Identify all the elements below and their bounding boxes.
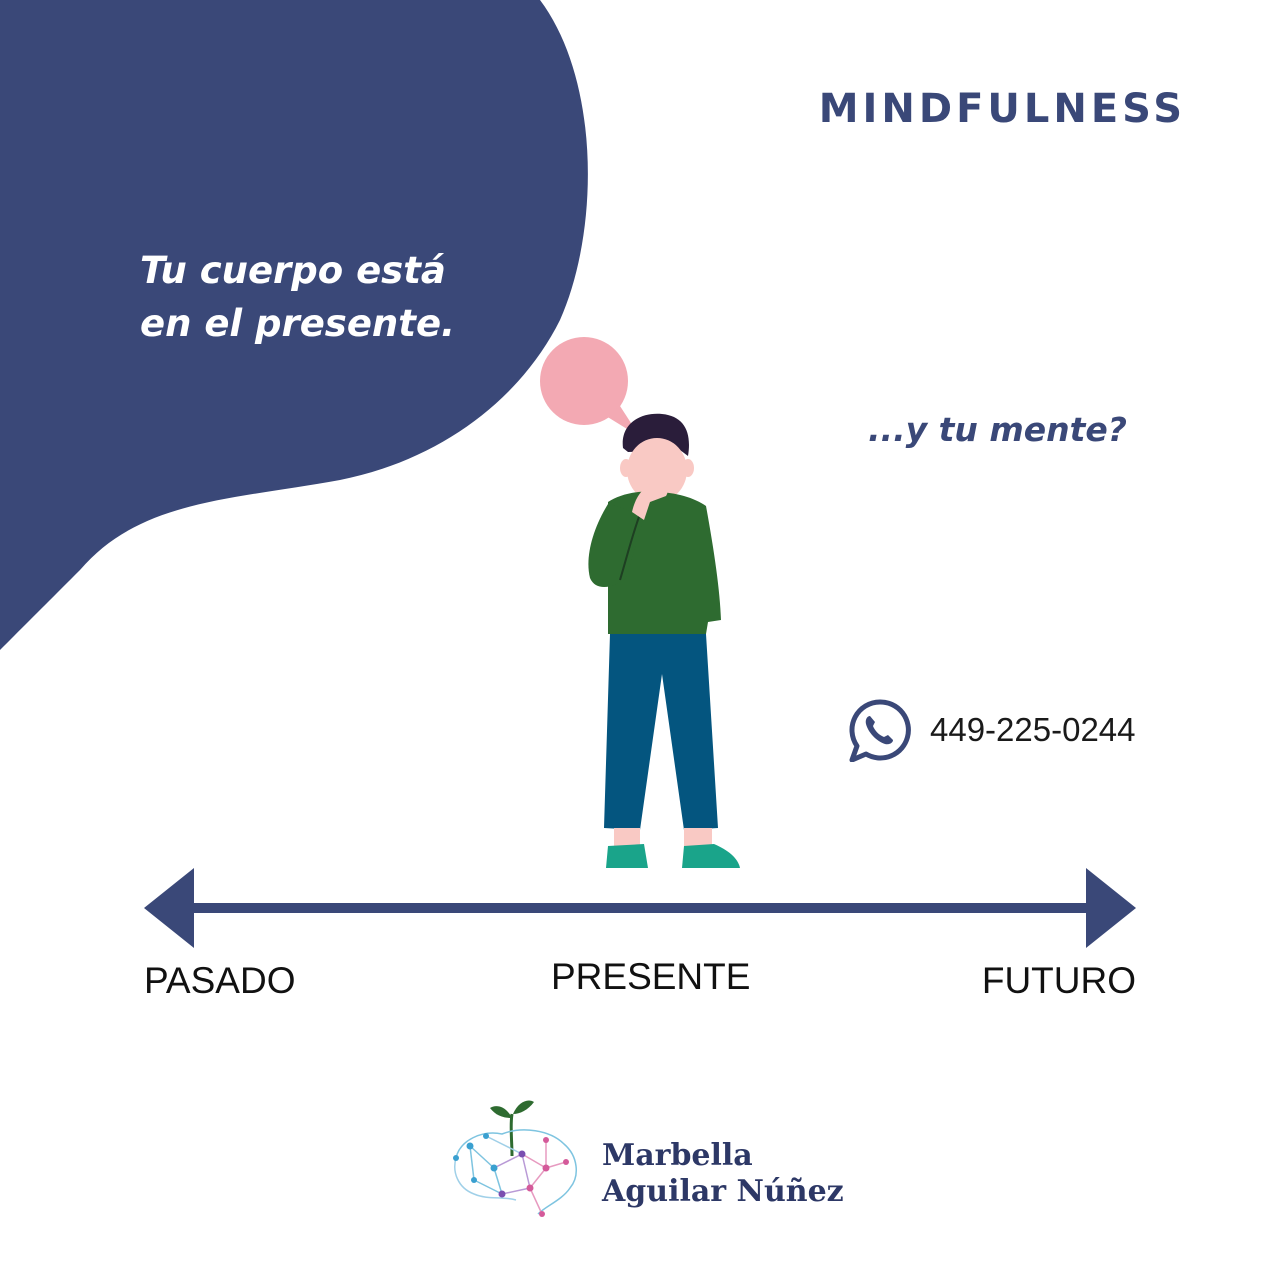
timeline-label-past: PASADO	[144, 960, 296, 1001]
body-statement: Tu cuerpo está en el presente.	[140, 244, 520, 350]
navy-blob-shape	[0, 0, 588, 650]
brand-line-1: Marbella	[602, 1138, 753, 1173]
thinking-person-illustration	[588, 413, 740, 868]
timeline-label-present: PRESENTE	[551, 956, 751, 997]
page-title: MINDFULNESS	[818, 86, 1186, 132]
timeline-arrow	[144, 868, 1136, 948]
body-line-1: Tu cuerpo está	[140, 249, 446, 292]
brain-sprout-logo	[453, 1100, 577, 1217]
whatsapp-icon[interactable]	[848, 698, 912, 762]
body-line-2: en el presente.	[140, 302, 456, 345]
brand-name: Marbella Aguilar Núñez	[602, 1138, 844, 1210]
phone-number[interactable]: 449-225-0244	[930, 711, 1136, 748]
question-text: ...y tu mente?	[868, 410, 1127, 449]
brand-line-2: Aguilar Núñez	[602, 1174, 844, 1209]
timeline-label-future: FUTURO	[981, 960, 1136, 1001]
contact-row: 449-225-0244	[848, 698, 1136, 762]
